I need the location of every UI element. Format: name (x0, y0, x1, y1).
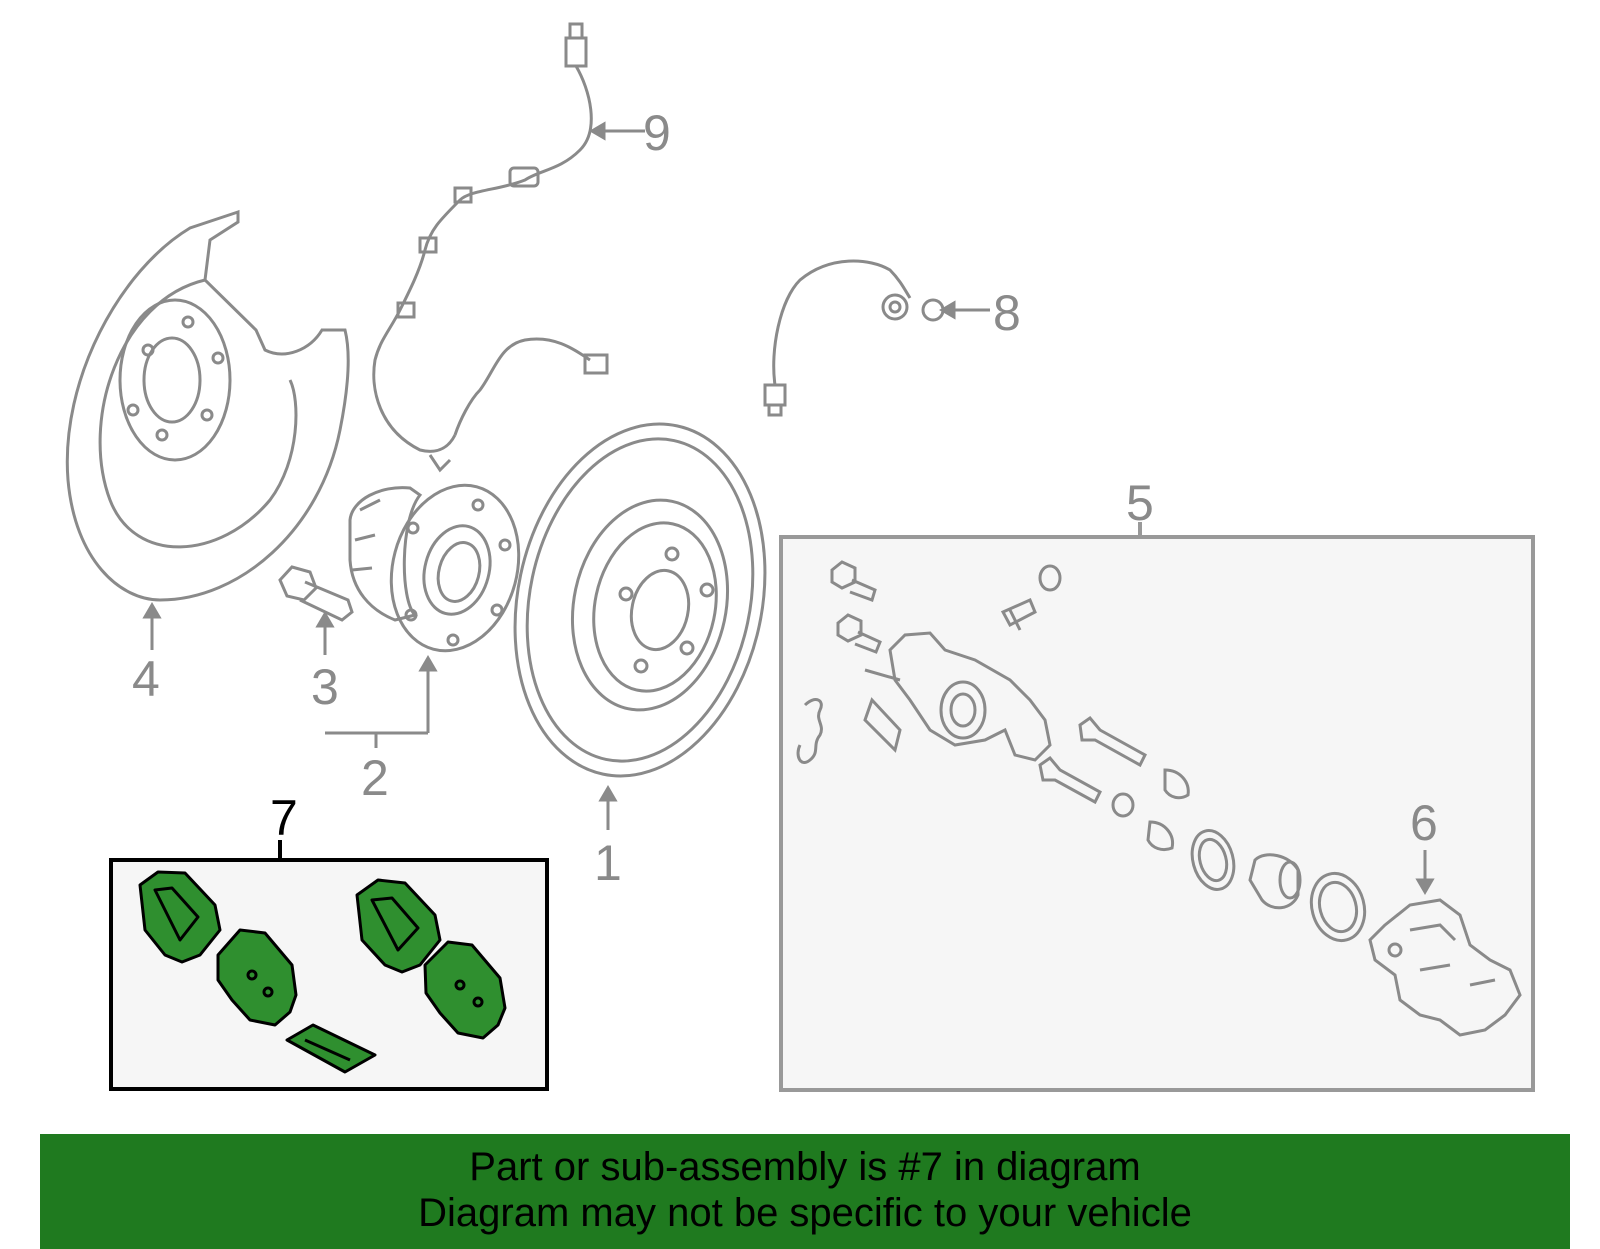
callout-9: 9 (643, 105, 671, 161)
callout-8: 8 (993, 285, 1021, 341)
callout-3: 3 (311, 659, 339, 715)
abs-sensor-wire (372, 22, 609, 473)
callout-6: 6 (1410, 795, 1438, 851)
brake-pad-right-outer (355, 878, 442, 974)
brake-pad-left-outer (138, 870, 222, 964)
brake-pads[interactable] (138, 870, 507, 1074)
callout-5: 5 (1126, 475, 1154, 531)
hub-bearing (348, 483, 521, 653)
callout-4: 4 (132, 651, 160, 707)
callout-1: 1 (594, 835, 622, 891)
caliper-bracket (1368, 898, 1522, 1037)
footer-banner: Part or sub-assembly is #7 in diagram Di… (40, 1134, 1570, 1249)
abs-sensor-wire-2 (763, 259, 945, 417)
brake-pad-right-inner (423, 940, 507, 1040)
hub-bolt (278, 565, 354, 622)
brake-rotor (513, 422, 767, 778)
callout-2: 2 (361, 750, 389, 806)
caliper-assembly-box (779, 535, 1535, 1092)
footer-line-1: Part or sub-assembly is #7 in diagram (469, 1144, 1141, 1189)
callout-7[interactable]: 7 (270, 790, 298, 846)
pad-shim (285, 1023, 377, 1074)
footer-line-2: Diagram may not be specific to your vehi… (418, 1190, 1192, 1235)
caliper-assembly-parts (796, 560, 1367, 943)
leader-lines (142, 121, 1435, 895)
brake-pad-left-inner (216, 928, 298, 1027)
dust-shield (65, 209, 350, 602)
